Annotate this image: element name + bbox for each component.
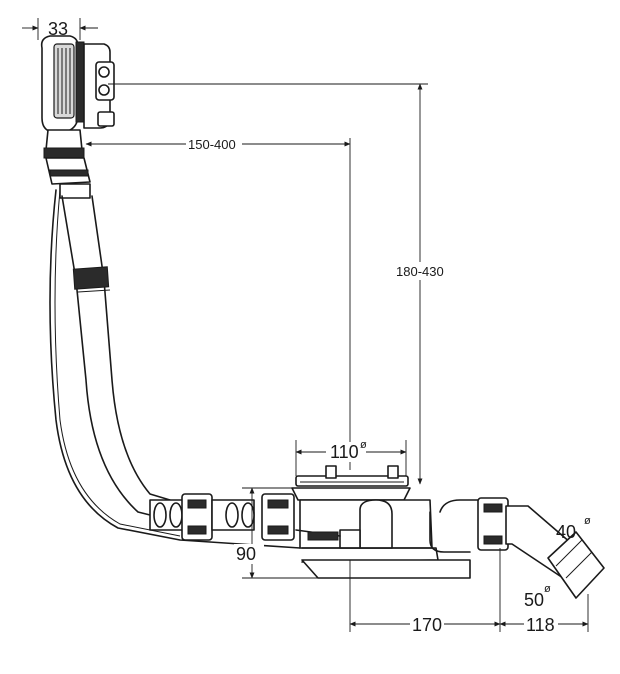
label-bg-110 bbox=[326, 442, 366, 462]
label-bg-170 bbox=[410, 616, 444, 634]
dim-outlet-length: 118 bbox=[526, 615, 555, 635]
overflow-head bbox=[40, 35, 115, 133]
drain-body bbox=[291, 465, 471, 579]
label-bg-118 bbox=[524, 616, 558, 634]
overflow-pipe bbox=[43, 129, 301, 549]
dim-outlet-outer-symbol: ø bbox=[544, 583, 551, 595]
horizontal-connector bbox=[149, 493, 295, 541]
drain-outlet bbox=[429, 497, 605, 599]
dim-outlet-inner-symbol: ø bbox=[584, 515, 591, 527]
dim-height-range: 180-430 bbox=[396, 264, 444, 279]
dim-drain-to-outlet: 170 bbox=[412, 615, 442, 635]
dim-outlet-outer-diameter: 50 bbox=[524, 590, 544, 610]
label-bg-90 bbox=[234, 544, 264, 564]
dim-overflow-width: 33 bbox=[48, 19, 68, 39]
dim-body-height: 90 bbox=[236, 544, 256, 564]
dim-outlet-inner-diameter: 40 bbox=[556, 522, 576, 542]
label-bg-180-430 bbox=[394, 262, 446, 280]
dim-drain-diameter: 110 bbox=[330, 442, 359, 462]
dim-overflow-to-drain: 150-400 bbox=[188, 137, 236, 152]
dim-drain-diameter-symbol: ø bbox=[360, 439, 367, 451]
label-bg-150-400 bbox=[186, 136, 242, 152]
